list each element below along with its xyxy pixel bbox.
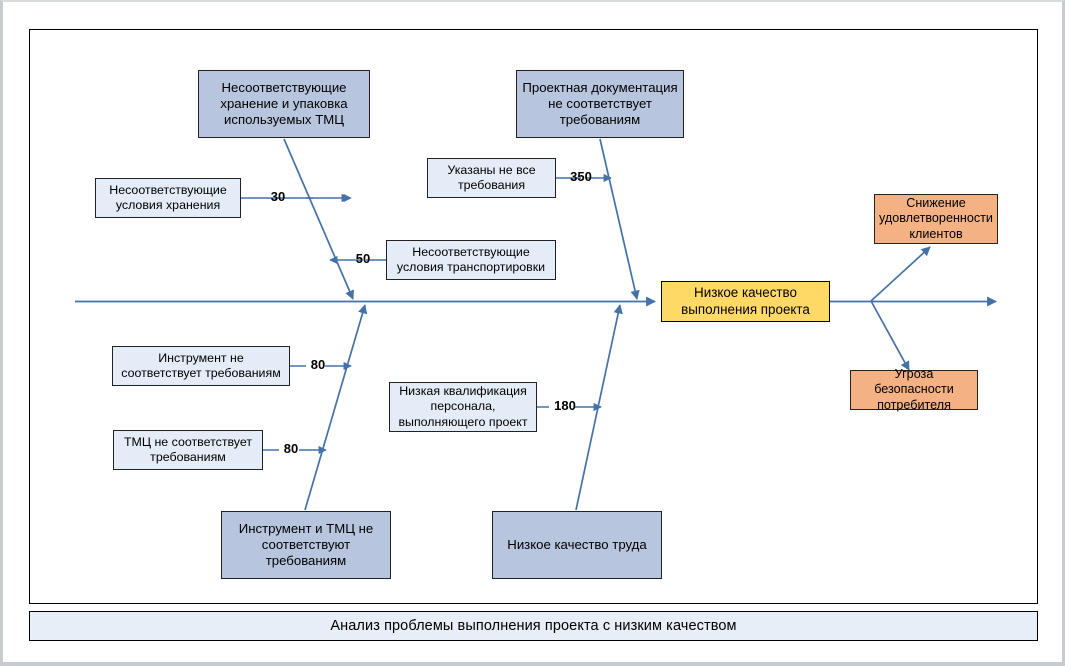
- cause-label: Несоответствующие хранение и упаковка ис…: [220, 79, 348, 128]
- weight-label-low-qualification: 180: [554, 398, 576, 413]
- cause-label: Несоответствующие условия хранения: [109, 182, 227, 212]
- consequence-label: Угроза безопасности потребителя: [874, 366, 954, 412]
- cause-label: ТМЦ не соответствует требованиям: [123, 434, 253, 464]
- cause-box-low-qualification[interactable]: Низкая квалификация персонала, выполняющ…: [389, 382, 537, 432]
- weight-label-incomplete-reqs: 350: [570, 169, 592, 184]
- consequence-label: Снижение удовлетворенности клиентов: [879, 195, 993, 241]
- diagram-caption-bar: Анализ проблемы выполнения проекта с низ…: [29, 611, 1038, 641]
- effect-label: Низкое качество выполнения проекта: [681, 285, 810, 317]
- cause-box-project-docs[interactable]: Проектная документация не соответствует …: [516, 70, 684, 138]
- weight-label-transport-conditions: 50: [355, 251, 371, 266]
- cause-box-tools-materials[interactable]: Инструмент и ТМЦ не соответствуют требов…: [221, 511, 391, 579]
- effect-box-low-project-quality[interactable]: Низкое качество выполнения проекта: [661, 281, 830, 322]
- cause-label: Низкая квалификация персонала, выполняющ…: [398, 384, 528, 429]
- consequence-box-customer-satisfaction[interactable]: Снижение удовлетворенности клиентов: [874, 194, 998, 244]
- cause-box-incomplete-reqs[interactable]: Указаны не все требования: [427, 158, 556, 198]
- cause-label: Проектная документация не соответствует …: [522, 79, 678, 128]
- cause-box-tool-nonconform[interactable]: Инструмент не соответствует требованиям: [112, 346, 290, 386]
- cause-label: Инструмент и ТМЦ не соответствуют требов…: [238, 520, 374, 569]
- cause-label: Инструмент не соответствует требованиям: [121, 350, 281, 380]
- consequence-box-consumer-safety[interactable]: Угроза безопасности потребителя: [850, 366, 978, 412]
- diagram-caption-text: Анализ проблемы выполнения проекта с низ…: [330, 618, 737, 634]
- cause-box-materials-nonconform[interactable]: ТМЦ не соответствует требованиям: [113, 430, 263, 470]
- cause-box-low-labor-quality[interactable]: Низкое качество труда: [492, 511, 662, 579]
- cause-box-transport-conditions[interactable]: Несоответствующие условия транспортировк…: [386, 240, 556, 280]
- weight-label-materials-nonconform: 80: [283, 441, 299, 456]
- cause-box-storage-packaging[interactable]: Несоответствующие хранение и упаковка ис…: [198, 70, 370, 138]
- cause-label: Несоответствующие условия транспортировк…: [396, 244, 546, 274]
- cause-label: Низкое качество труда: [507, 536, 647, 552]
- cause-label: Указаны не все требования: [447, 162, 536, 192]
- weight-label-tool-nonconform: 80: [310, 357, 326, 372]
- weight-label-storage-conditions: 30: [270, 189, 286, 204]
- cause-box-storage-conditions[interactable]: Несоответствующие условия хранения: [95, 178, 241, 218]
